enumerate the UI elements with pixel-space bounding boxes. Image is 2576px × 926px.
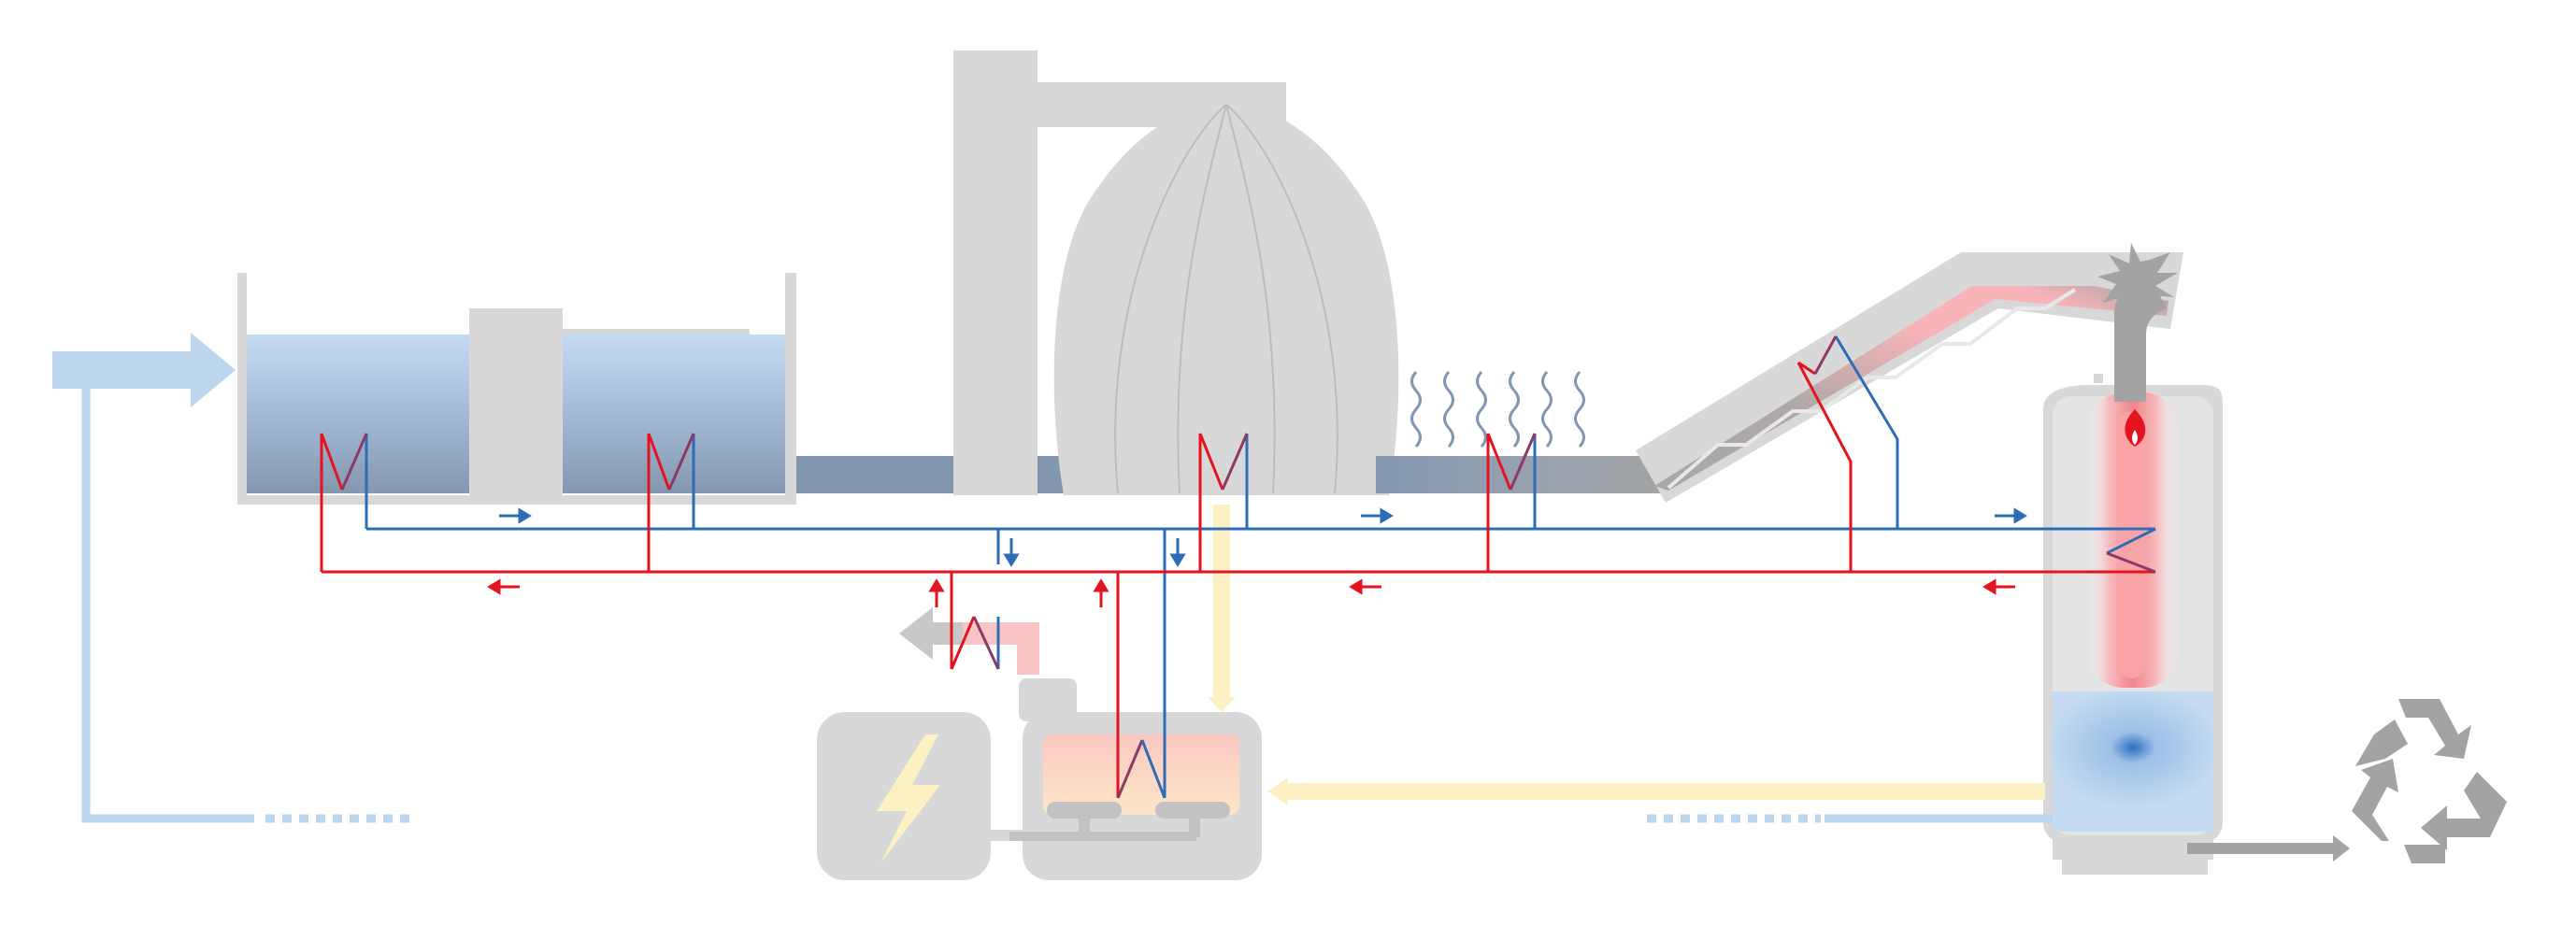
ash-zone (2053, 691, 2213, 804)
ash-outlet-arrow (2187, 835, 2350, 862)
flame-icon (2125, 409, 2146, 447)
sludge-bed (1376, 456, 1666, 493)
basin-divider-block (469, 308, 563, 505)
steam-icon (1410, 370, 1585, 449)
flow-arrows-cold (499, 507, 2027, 567)
basin-2 (563, 273, 796, 505)
basin-1 (237, 273, 471, 505)
return-line-left (81, 389, 411, 823)
egg-digester (1053, 103, 1399, 495)
heat-exchanger-icon (1486, 433, 1537, 491)
sludge-channel (796, 456, 955, 493)
heat-return-line (1267, 777, 2045, 805)
biogas-line (1208, 505, 1236, 712)
heat-exchanger-coils (320, 335, 2156, 799)
heat-exchanger-icon (1797, 335, 1838, 376)
flow-arrows-hot (487, 578, 2015, 607)
screw-conveyor-icon (1667, 288, 2077, 490)
heat-exchanger-icon (647, 433, 695, 491)
incinerator (2043, 372, 2223, 875)
recycle-icon: P (2352, 699, 2507, 863)
recycle-label: P (2429, 769, 2456, 815)
hot-line (320, 362, 2155, 798)
burner-head (2097, 243, 2178, 402)
lightning-icon (877, 734, 940, 863)
heat-exchanger-icon (950, 616, 1000, 670)
heat-exchanger-icon (320, 433, 368, 491)
heat-exchanger-icon (1116, 739, 1166, 799)
generator-unit (817, 678, 1262, 880)
cold-line (365, 335, 2155, 798)
exhaust-pipe (899, 607, 1039, 675)
heat-exchanger-icon (1198, 433, 1249, 491)
heat-exchanger-icon (2106, 527, 2156, 574)
inlet-arrow (52, 333, 236, 407)
